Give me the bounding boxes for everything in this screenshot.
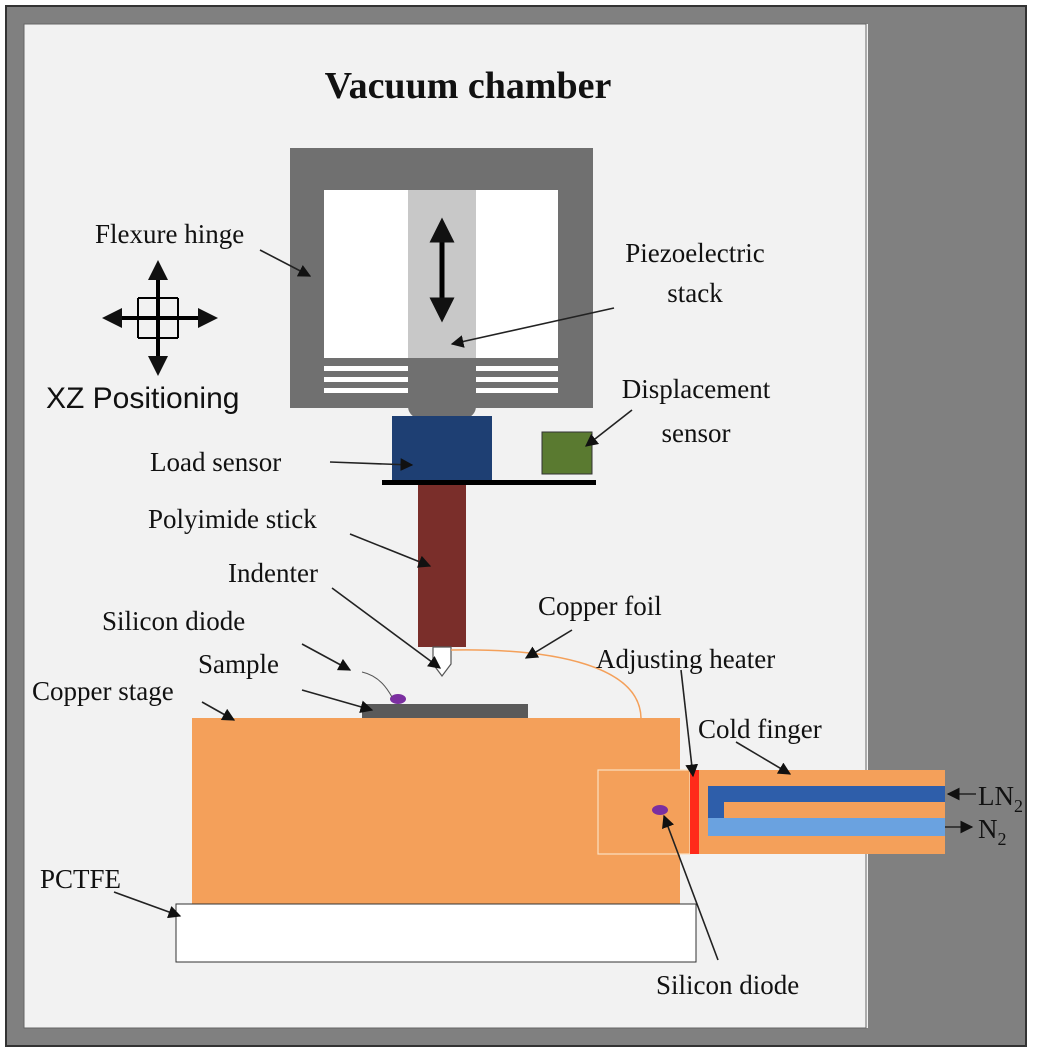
label-copper-foil: Copper foil — [538, 591, 662, 621]
diagram-title: Vacuum chamber — [325, 65, 612, 107]
label-polyimide-stick: Polyimide stick — [148, 504, 317, 534]
label-displacement-line2: sensor — [662, 418, 731, 448]
n2-subscript: 2 — [998, 829, 1007, 849]
chamber-inner-outline — [23, 23, 867, 1029]
n2-channel — [708, 818, 945, 836]
leader-sample — [301, 689, 374, 713]
polyimide-stick — [418, 485, 466, 647]
label-load-sensor: Load sensor — [150, 447, 281, 477]
sensor-plate — [382, 480, 596, 485]
xz-positioning-cross — [102, 260, 218, 376]
label-silicon-diode-top: Silicon diode — [102, 606, 245, 636]
leader-polyimide-stick — [349, 533, 432, 568]
chamber-wall-right-cover — [866, 6, 1026, 1046]
label-flexure-hinge: Flexure hinge — [95, 219, 244, 249]
leader-flexure-hinge — [259, 249, 312, 277]
label-adjusting-heater: Adjusting heater — [596, 644, 775, 674]
silicon-diode-sample — [390, 694, 406, 704]
adjusting-heater — [690, 770, 699, 854]
label-cold-finger: Cold finger — [698, 714, 822, 744]
label-n2: N2 — [978, 814, 1007, 849]
diode-wire — [361, 671, 393, 698]
n2-base: N — [978, 814, 998, 844]
leader-cold-finger — [735, 741, 792, 775]
label-copper-stage: Copper stage — [32, 676, 174, 706]
label-pctfe: PCTFE — [40, 864, 121, 894]
ln2-channel — [708, 786, 945, 818]
sample — [362, 704, 528, 718]
copper-foil — [450, 649, 642, 719]
cold-finger — [598, 770, 945, 854]
label-indenter: Indenter — [228, 558, 318, 588]
label-piezo-line2: stack — [667, 278, 723, 308]
label-xz-positioning: XZ Positioning — [46, 382, 239, 415]
leader-silicon-diode-bottom — [662, 814, 719, 961]
ln2-base: LN — [978, 781, 1014, 811]
displacement-sensor — [541, 431, 593, 475]
leader-piezo-stack — [450, 307, 615, 348]
leader-load-sensor — [329, 458, 414, 471]
label-displacement-line1: Displacement — [622, 374, 771, 404]
label-piezo-line1: Piezoelectric — [625, 238, 764, 268]
label-silicon-diode-bottom: Silicon diode — [656, 970, 799, 1000]
label-sample: Sample — [198, 649, 279, 679]
chamber-outline — [5, 5, 1027, 1047]
leader-pctfe — [113, 891, 182, 919]
leader-indenter — [331, 587, 442, 669]
leader-copper-foil — [524, 629, 573, 659]
load-sensor — [392, 416, 492, 480]
pctfe-block — [175, 903, 697, 963]
ln2-subscript: 2 — [1014, 796, 1023, 816]
leader-silicon-diode-top — [301, 643, 352, 671]
silicon-diode-stage — [652, 805, 668, 815]
label-ln2: LN2 — [978, 781, 1023, 816]
leader-copper-stage — [201, 701, 236, 721]
leader-adjusting-heater — [680, 669, 699, 778]
leader-displacement-sensor — [584, 409, 633, 447]
